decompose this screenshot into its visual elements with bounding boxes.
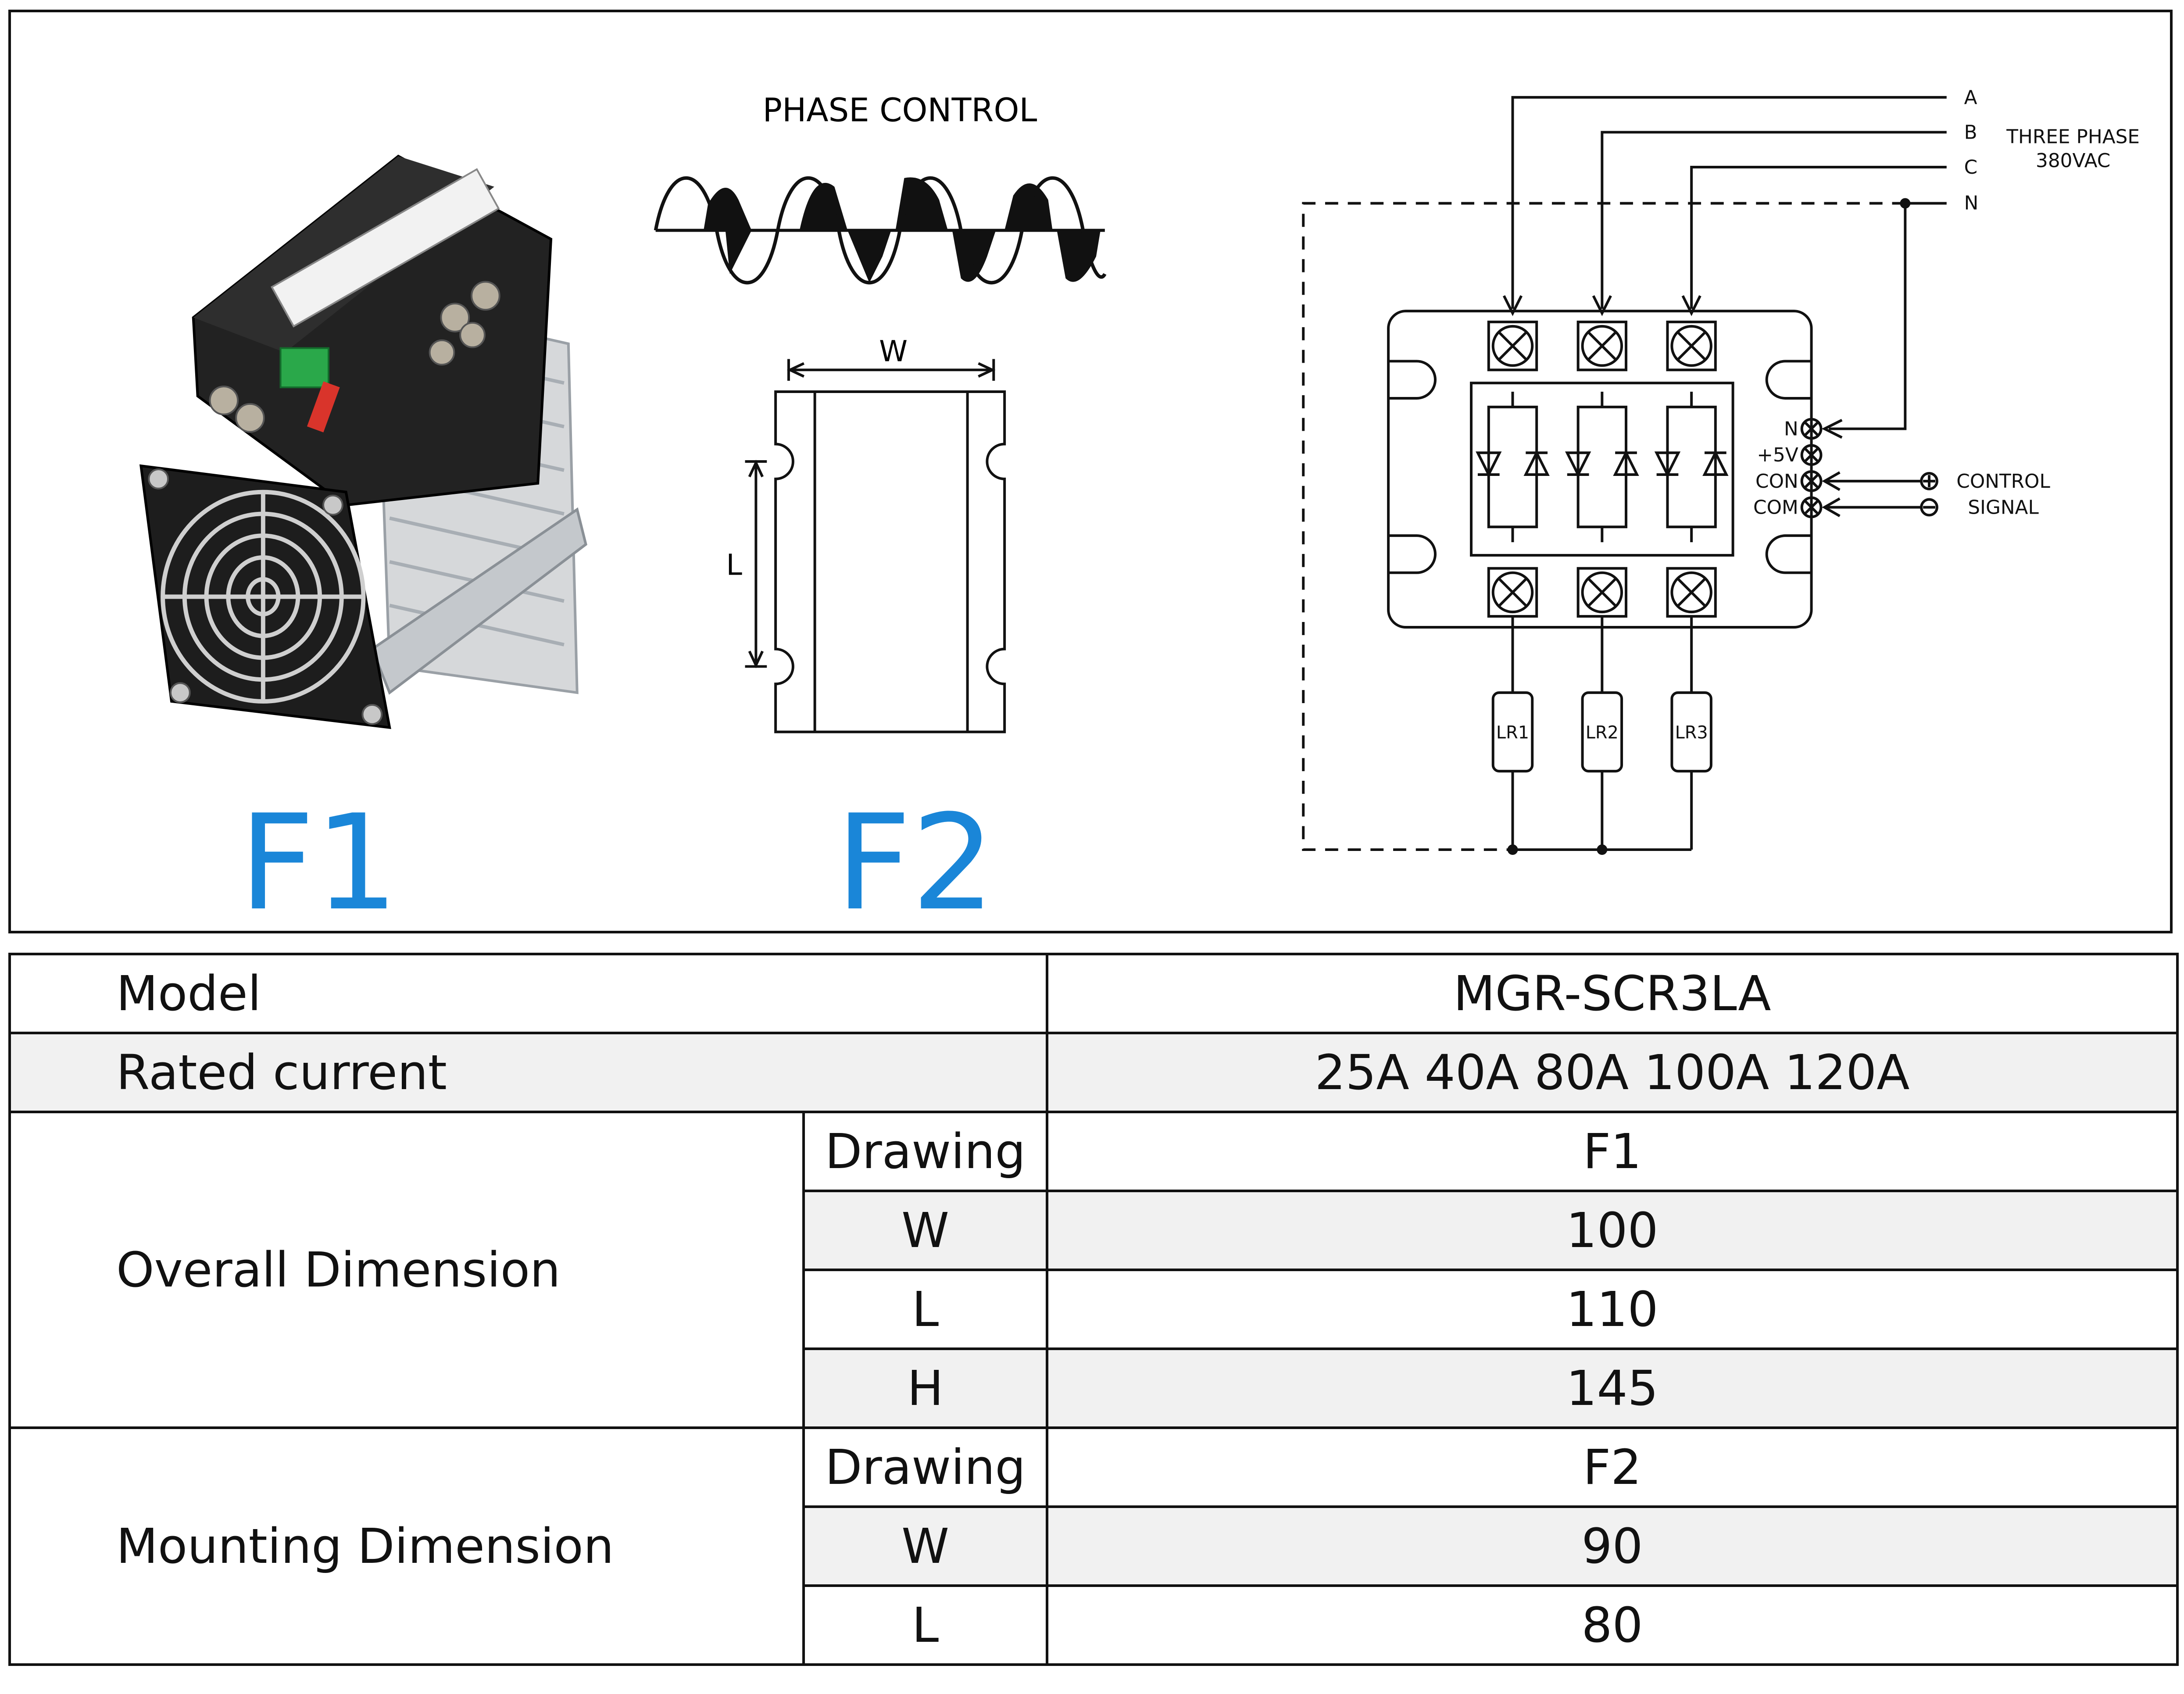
wiring-diagram <box>1302 96 1947 855</box>
supply-label-line2: 380VAC <box>2036 150 2110 172</box>
spec-table: Model MGR-SCR3LA Rated current 25A 40A 8… <box>8 953 2179 1666</box>
mounting-key: W <box>802 1505 1048 1587</box>
figure-panel: PHASE CONTROL W L <box>8 10 2173 933</box>
mounting-value: 80 <box>1046 1584 2179 1666</box>
overall-key: Drawing <box>802 1111 1048 1192</box>
load-lr3-label: LR3 <box>1675 723 1708 743</box>
overall-key: H <box>802 1347 1048 1429</box>
mounting-drawing <box>745 359 1006 733</box>
phase-control-waveform <box>654 176 1107 285</box>
model-label: Model <box>8 953 1048 1034</box>
mounting-key: Drawing <box>802 1426 1048 1508</box>
terminal-con-label: CON <box>1755 470 1798 493</box>
phase-a-label: A <box>1964 86 1977 109</box>
overall-value: F1 <box>1046 1111 2179 1192</box>
figure-f2-label: F2 <box>836 786 995 940</box>
product-image <box>139 154 587 729</box>
table-row: W 90 <box>10 1505 2179 1587</box>
overall-value: 110 <box>1046 1269 2179 1350</box>
overall-dimension-label: Overall Dimension <box>8 1111 805 1429</box>
figure-f1-label: F1 <box>239 786 399 940</box>
model-value: MGR-SCR3LA <box>1046 953 2179 1034</box>
overall-value: 100 <box>1046 1190 2179 1271</box>
mounting-dimension-label: Mounting Dimension <box>8 1426 805 1666</box>
table-row: H 145 <box>10 1347 2179 1429</box>
control-signal-line1: CONTROL <box>1956 470 2050 493</box>
terminal-com-label: COM <box>1753 496 1798 518</box>
control-signal-line2: SIGNAL <box>1968 496 2039 518</box>
table-row: W 100 <box>10 1190 2179 1271</box>
table-row: Mounting Dimension Drawing F2 <box>8 1426 2179 1666</box>
mounting-key: L <box>802 1584 1048 1666</box>
table-row-model: Model MGR-SCR3LA <box>8 953 2179 1034</box>
phase-n-label: N <box>1964 192 1979 214</box>
mounting-value: 90 <box>1046 1505 2179 1587</box>
terminal-5v-label: +5V <box>1757 444 1798 466</box>
phase-b-label: B <box>1964 121 1977 143</box>
phase-control-title: PHASE CONTROL <box>763 92 1037 129</box>
table-row: Overall Dimension Drawing F1 <box>8 1111 2179 1429</box>
rated-current-value: 25A 40A 80A 100A 120A <box>1046 1032 2179 1113</box>
load-lr2-label: LR2 <box>1586 723 1619 743</box>
terminal-n-label: N <box>1784 418 1798 440</box>
overall-key: W <box>802 1190 1048 1271</box>
mounting-value: F2 <box>1046 1426 2179 1508</box>
figure-drawings: PHASE CONTROL W L <box>139 86 2140 855</box>
table-row: L 80 <box>10 1584 2179 1666</box>
table-row: L 110 <box>10 1269 2179 1350</box>
dimension-w-label: W <box>879 335 908 368</box>
overall-value: 145 <box>1046 1347 2179 1429</box>
table-row-rated-current: Rated current 25A 40A 80A 100A 120A <box>8 1032 2179 1113</box>
overall-key: L <box>802 1269 1048 1350</box>
load-lr1-label: LR1 <box>1496 723 1529 743</box>
dimension-l-label: L <box>726 549 742 582</box>
rated-current-label: Rated current <box>8 1032 1048 1113</box>
supply-label-line1: THREE PHASE <box>2006 125 2140 148</box>
phase-c-label: C <box>1964 156 1978 179</box>
